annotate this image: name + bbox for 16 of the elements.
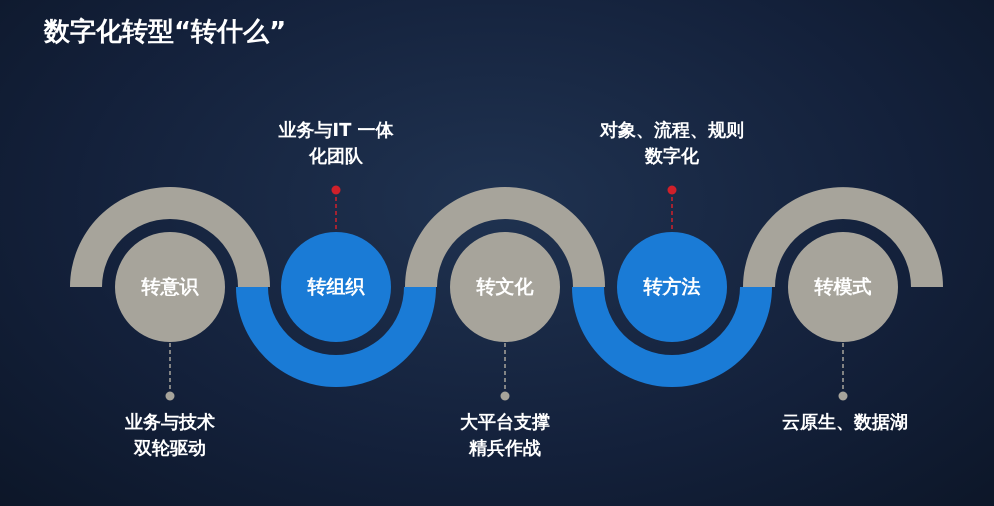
leader-line xyxy=(838,342,848,400)
leader-line xyxy=(166,342,174,400)
stage-circle: 转组织 xyxy=(281,232,391,342)
callout-text: 业务与技术双轮驱动 xyxy=(120,396,220,462)
stage-circle: 转文化 xyxy=(450,232,560,342)
leader-line xyxy=(500,342,510,400)
leader-line xyxy=(332,186,340,232)
callout-text: 业务与IT 一体化团队 xyxy=(271,118,401,190)
stage-circle: 转方法 xyxy=(617,232,727,342)
leader-line xyxy=(668,186,676,232)
callout-text: 对象、流程、规则数字化 xyxy=(594,118,750,190)
callout-text: 云原生、数据湖 xyxy=(750,396,940,436)
stage-circle: 转模式 xyxy=(788,232,898,342)
stage-circle: 转意识 xyxy=(115,232,225,342)
title: 数字化转型“转什么” xyxy=(44,16,286,49)
callout-text: 大平台支撑精兵作战 xyxy=(455,396,555,462)
